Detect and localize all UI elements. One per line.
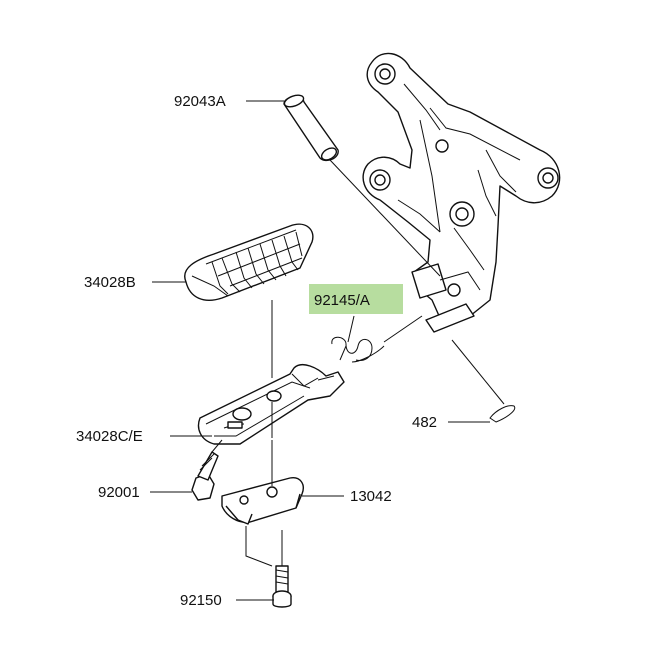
callout-bolt: 92001 (98, 484, 192, 501)
label-screw: 92150 (180, 592, 222, 609)
footpeg-rubber-part (184, 223, 314, 378)
callout-footpeg-rubber: 34028B (84, 274, 186, 291)
screw-part (272, 530, 292, 608)
label-bolt: 92001 (98, 484, 140, 501)
label-weight: 13042 (350, 488, 392, 505)
callout-footpeg: 34028C/E (76, 428, 212, 445)
bolt-part (191, 439, 223, 501)
callout-cotter-pin: 482 (412, 414, 490, 431)
cotter-pin-part (451, 339, 516, 423)
weight-part (221, 440, 304, 567)
callout-pin: 92043A (174, 93, 284, 110)
pin-part (283, 94, 441, 277)
spring-part (331, 315, 423, 363)
label-cotter-pin: 482 (412, 414, 437, 431)
callout-weight: 13042 (302, 488, 392, 505)
label-spring: 92145/A (314, 292, 370, 309)
label-pin: 92043A (174, 93, 226, 110)
footrest-bracket (362, 52, 561, 333)
callout-screw: 92150 (180, 592, 274, 609)
footpeg-part (197, 364, 345, 445)
callout-spring: 92145/A (309, 284, 403, 314)
label-footpeg-rubber: 34028B (84, 274, 136, 291)
label-footpeg: 34028C/E (76, 428, 143, 445)
spring-highlight-box (309, 284, 403, 314)
